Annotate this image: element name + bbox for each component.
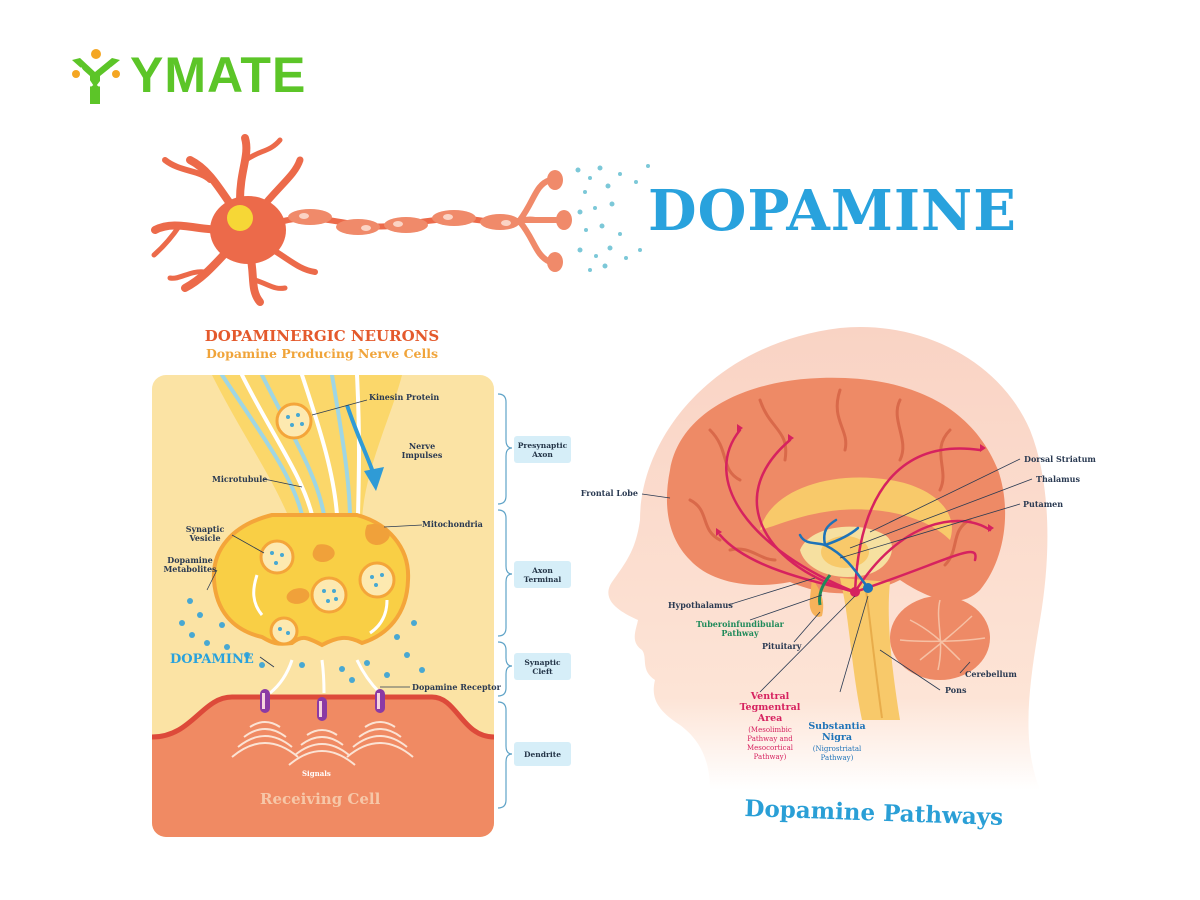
label-thalamus: Thalamus (1036, 474, 1080, 484)
stage-axon-terminal-line1: Axon (532, 565, 553, 575)
stage-axon-terminal-line2: Terminal (523, 574, 562, 584)
stage-brackets (497, 393, 513, 809)
label-sn-line3: (Nigrostriatal (812, 744, 862, 753)
neuron-illustration (151, 134, 650, 306)
label-kinesin-protein: Kinesin Protein (369, 392, 440, 402)
label-pituitary: Pituitary (762, 641, 802, 651)
label-mitochondria: Mitochondria (422, 519, 483, 529)
label-vta-line4: (Mesolimbic (748, 725, 792, 734)
label-vta-line6: Mesocortical (747, 744, 793, 753)
label-microtubule: Microtubule (212, 474, 268, 484)
label-nerve-impulses-line2: Impulses (401, 450, 443, 461)
brand-name: YMATE (130, 47, 307, 103)
label-vta-line1: Ventral (750, 691, 790, 702)
label-nerve-impulses-line1: Nerve (408, 441, 436, 451)
stage-presynaptic-axon-line1: Presynaptic (517, 440, 568, 450)
label-metabolites-line1: Dopamine (167, 555, 213, 565)
label-cerebellum: Cerebellum (965, 669, 1017, 679)
label-substantia-nigra: Substantia Nigra (Nigrostriatal Pathway) (800, 721, 874, 763)
label-putamen: Putamen (1023, 499, 1064, 509)
label-vta-line5: Pathway and (747, 734, 793, 743)
stage-presynaptic-axon-line2: Axon (532, 449, 553, 459)
label-receiving-cell: Receiving Cell (260, 790, 381, 808)
synapse-panel-subtitle: Dopamine Producing Nerve Cells (205, 346, 439, 361)
label-tubero-line2: Pathway (721, 628, 759, 639)
stage-dendrite: Dendrite (514, 742, 571, 766)
label-pons: Pons (945, 685, 967, 695)
synapse-panel-title: DOPAMINERGIC NEURONS (204, 327, 440, 345)
brain-panel-title: Dopamine Pathways (744, 795, 1004, 832)
stage-synaptic-cleft-line1: Synaptic (524, 657, 561, 667)
label-synaptic-vesicle-line2: Vesicle (189, 533, 221, 544)
label-dopamine: DOPAMINE (170, 652, 254, 667)
label-vta-line7: Pathway) (753, 753, 787, 762)
label-hypothalamus: Hypothalamus (668, 600, 733, 610)
label-vta-line2: Tegmentral (739, 701, 801, 713)
synapse-illustration (152, 375, 494, 837)
label-vta-line3: Area (757, 712, 783, 724)
label-sn-line2: Nigra (821, 731, 853, 743)
label-frontal-lobe: Frontal Lobe (580, 488, 638, 498)
label-metabolites-line2: Metabolites (163, 564, 217, 575)
logo-icon (72, 49, 120, 104)
label-synaptic-vesicle-line1: Synaptic (185, 524, 225, 534)
label-signals: Signals (302, 769, 331, 778)
stage-synaptic-cleft-line2: Cleft (532, 666, 553, 676)
page-title: DOPAMINE (648, 178, 1017, 244)
label-dorsal-striatum: Dorsal Striatum (1024, 454, 1096, 464)
label-sn-line4: Pathway) (820, 754, 854, 763)
label-dopamine-receptor: Dopamine Receptor (412, 682, 501, 692)
stage-dendrite-line1: Dendrite (523, 749, 561, 759)
label-ventral-tegmental-area: Ventral Tegmentral Area (Mesolimbic Path… (730, 691, 810, 762)
label-sn-line1: Substantia (808, 721, 866, 732)
label-tubero-line1: Tuberoinfundibular (696, 619, 784, 629)
brain-illustration (608, 326, 1048, 790)
